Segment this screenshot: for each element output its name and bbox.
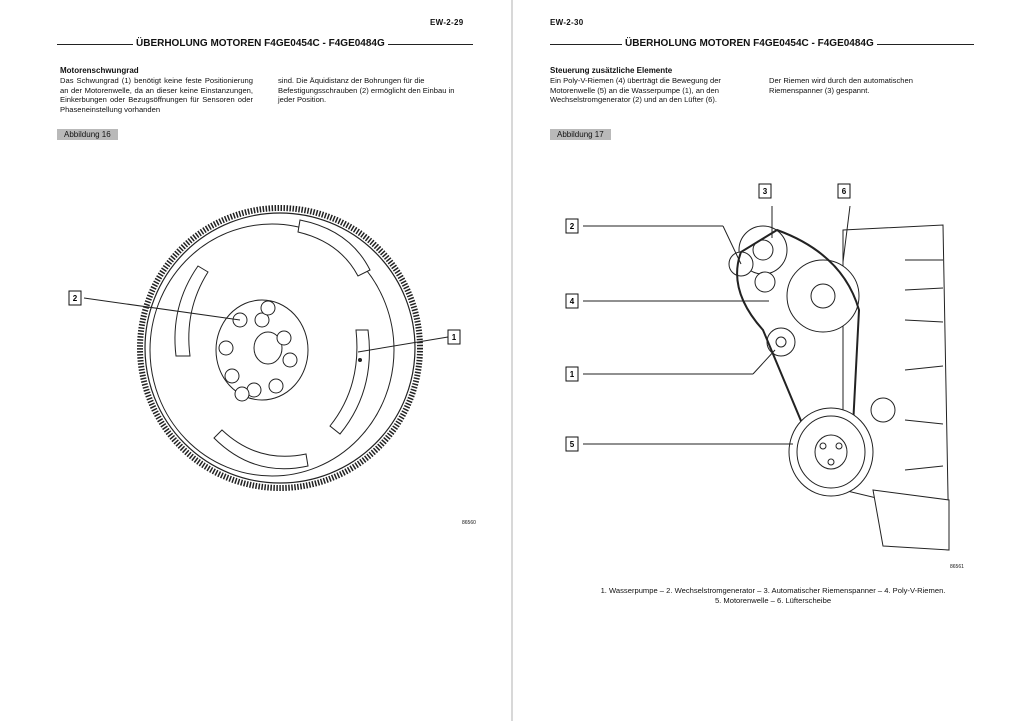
engine-drawing	[728, 224, 950, 551]
paragraph-col1: Ein Poly-V-Riemen (4) überträgt die Bewe…	[550, 76, 721, 105]
paragraph-col2: Der Riemen wird durch den automatischen …	[769, 76, 913, 95]
caption-line-2: 5. Motorenwelle – 6. Lüfterscheibe	[714, 596, 832, 605]
figure-code: 86560	[462, 520, 476, 526]
paragraph-col1: Das Schwungrad (1) benötigt keine feste …	[60, 76, 253, 114]
svg-text:6: 6	[842, 187, 847, 196]
figure-label: Abbildung 17	[550, 129, 611, 140]
section-title: Steuerung zusätzliche Elemente	[550, 66, 673, 75]
engine-illustration: 3 6 2 4 1 5	[565, 183, 950, 551]
flywheel-drawing	[137, 205, 423, 491]
section-title: Motorenschwungrad	[60, 66, 139, 75]
paragraph-col2: sind. Die Äquidistanz der Bohrungen für …	[278, 76, 455, 105]
callout-2: 2	[565, 218, 579, 234]
svg-text:5: 5	[570, 440, 575, 449]
svg-text:3: 3	[763, 187, 768, 196]
page-number: EW-2-29	[430, 18, 464, 27]
page-number: EW-2-30	[550, 18, 584, 27]
callout-1: 1	[565, 366, 579, 382]
callout-2: 2	[68, 290, 82, 306]
right-page: EW-2-30 ÜBERHOLUNG MOTOREN F4GE0454C - F…	[513, 0, 1024, 721]
svg-text:1: 1	[570, 370, 575, 379]
caption-line-1: 1. Wasserpumpe – 2. Wechselstromgenerato…	[600, 586, 946, 595]
header-title: ÜBERHOLUNG MOTOREN F4GE0454C - F4GE0484G	[622, 38, 877, 49]
svg-text:1: 1	[452, 333, 457, 342]
page-gutter	[511, 0, 513, 721]
callout-1: 1	[447, 329, 461, 345]
figure-code: 86561	[950, 564, 964, 570]
left-page: EW-2-29 ÜBERHOLUNG MOTOREN F4GE0454C - F…	[0, 0, 511, 721]
callout-5: 5	[565, 436, 579, 452]
callout-4: 4	[565, 293, 579, 309]
callout-3: 3	[758, 183, 772, 199]
flywheel-illustration: 2 1	[68, 205, 461, 491]
figure-label: Abbildung 16	[57, 129, 118, 140]
svg-text:2: 2	[73, 294, 78, 303]
callout-6: 6	[837, 183, 851, 199]
header-title: ÜBERHOLUNG MOTOREN F4GE0454C - F4GE0484G	[133, 38, 388, 49]
figure-caption: 1. Wasserpumpe – 2. Wechselstromgenerato…	[543, 586, 1003, 606]
svg-text:4: 4	[570, 297, 575, 306]
svg-text:2: 2	[570, 222, 575, 231]
